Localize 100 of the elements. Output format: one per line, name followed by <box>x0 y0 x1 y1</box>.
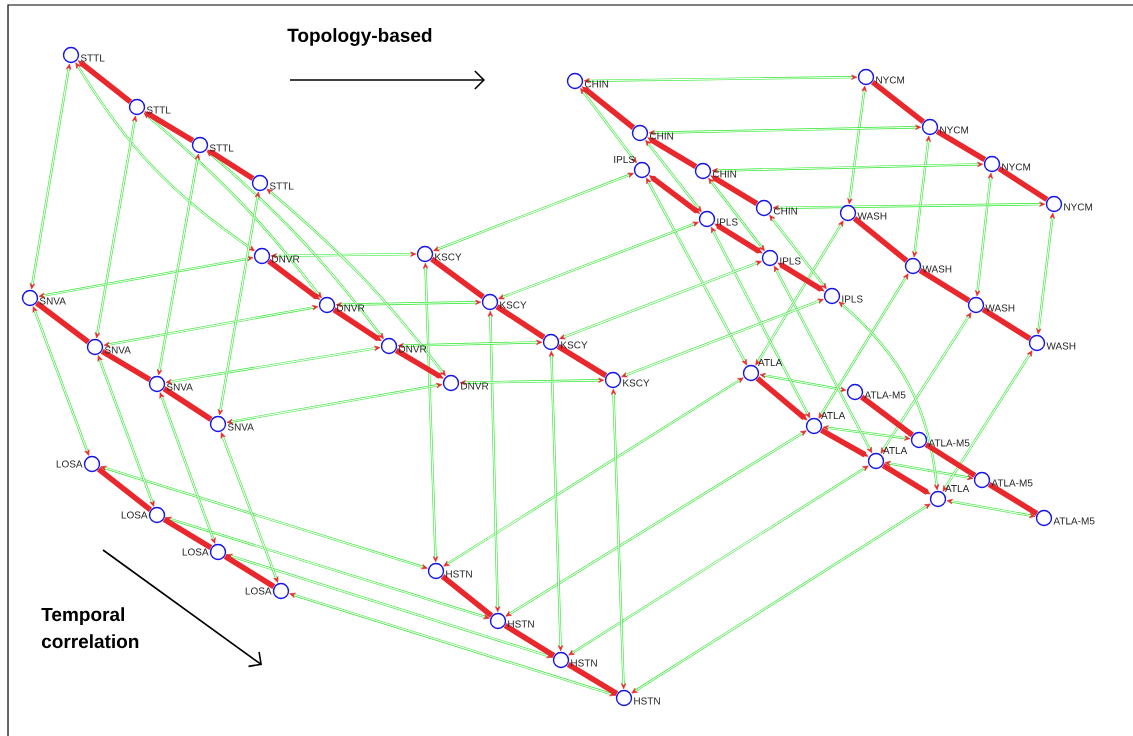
network-node: LOSA <box>56 455 101 473</box>
node-label: CHIN <box>649 132 674 140</box>
network-node: ATLA <box>929 485 970 508</box>
network-node: SNVA <box>209 415 254 433</box>
node-label: STTL <box>269 182 294 190</box>
network-node: IPLS <box>698 210 738 228</box>
node-label: IPLS <box>780 257 801 265</box>
arrow <box>884 461 974 480</box>
arrow <box>881 463 931 495</box>
connector-line <box>918 268 971 303</box>
node-label: STTL <box>80 54 105 62</box>
node-label: WASH <box>857 212 887 220</box>
node-label: CHIN <box>712 170 737 178</box>
arrow <box>822 425 911 441</box>
network-node: LOSA <box>182 543 227 561</box>
arrow <box>94 115 138 339</box>
connector-line <box>556 344 608 378</box>
node-label: HSTN <box>508 620 534 628</box>
network-node: SNVA <box>148 375 193 393</box>
arrow <box>505 430 807 617</box>
network-node: ATLA-M5 <box>846 383 906 401</box>
network-node: WASH <box>839 204 887 222</box>
arrow <box>621 298 824 378</box>
arrow <box>912 135 931 258</box>
arrow <box>498 221 699 300</box>
node-label: ATLA-M5 <box>1053 517 1095 525</box>
node-label: CHIN <box>773 207 798 215</box>
connector-line <box>935 128 987 163</box>
connector-line <box>860 394 914 438</box>
connector-line <box>566 661 619 696</box>
network-node: NYCM <box>983 155 1030 173</box>
network-node: NYCM <box>1045 195 1092 213</box>
arrow <box>226 382 443 425</box>
heading-label: Temporal correlation <box>41 607 139 649</box>
arrow <box>422 262 439 563</box>
arrow <box>217 191 261 416</box>
arrow <box>975 172 993 297</box>
node-label: WASH <box>922 265 952 273</box>
node-label: SNVA <box>227 423 254 431</box>
network-node: KSCY <box>481 293 527 311</box>
arrow <box>777 262 825 292</box>
network-node: IPLS <box>761 249 801 267</box>
arrow <box>755 220 844 366</box>
connector-line <box>440 574 494 618</box>
arrow <box>143 112 322 299</box>
network-node: DNVR <box>318 296 365 314</box>
network-node: ATLA <box>867 447 908 470</box>
network-node: LOSA <box>245 582 290 600</box>
node-label: ATLA <box>821 412 846 419</box>
connector-line <box>495 304 546 340</box>
arrow <box>394 347 444 379</box>
network-node: IPLS <box>823 287 863 305</box>
node-label: DNVR <box>399 345 427 353</box>
arrow <box>206 150 384 339</box>
connector-line <box>997 166 1049 202</box>
connector-line <box>852 216 909 263</box>
arrow <box>708 177 765 252</box>
network-node: STTL <box>251 174 294 192</box>
arrow <box>548 350 564 652</box>
node-label: ATLA <box>945 485 970 492</box>
network-node: DNVR <box>253 247 300 265</box>
node-label: LOSA <box>56 460 83 468</box>
node-label: IPLS <box>842 295 863 303</box>
network-node: NYCM <box>921 118 968 136</box>
node-label: WASH <box>985 304 1015 312</box>
arrow <box>568 465 869 656</box>
network-node: STTL <box>191 136 234 154</box>
arrow <box>220 432 279 583</box>
connector-line <box>870 80 926 124</box>
node-label: LOSA <box>121 511 148 519</box>
network-node: HSTN <box>489 612 534 630</box>
arrow <box>942 350 1033 492</box>
arrow <box>580 88 637 163</box>
connector-line <box>100 348 152 383</box>
node-label: NYCM <box>1002 163 1031 171</box>
node-label: KSCY <box>435 253 462 261</box>
arrow <box>559 260 762 340</box>
network-node: KSCY <box>542 333 588 351</box>
node-label: DNVR <box>461 382 489 390</box>
network-node: CHIN <box>694 162 737 180</box>
node-label: LOSA <box>182 548 209 556</box>
arrow <box>838 301 940 491</box>
network-node: WASH <box>1028 334 1076 352</box>
network-node: KSCY <box>604 371 650 389</box>
node-label: STTL <box>146 106 171 114</box>
arrow <box>289 592 616 697</box>
network-node: STTL <box>128 98 171 116</box>
network-node: CHIN <box>566 72 609 90</box>
arrow <box>647 137 698 169</box>
node-label: ATLA <box>883 447 908 454</box>
network-node: KSCY <box>416 245 462 263</box>
arrow <box>103 305 319 347</box>
network-node: CHIN <box>755 199 798 217</box>
connector-line <box>162 517 213 550</box>
network-node: NYCM <box>857 68 905 86</box>
network-node: HSTN <box>615 689 660 707</box>
arrow <box>645 139 702 213</box>
connector-line <box>162 386 213 422</box>
arrow <box>165 516 490 620</box>
network-node: ATLA <box>805 412 846 435</box>
